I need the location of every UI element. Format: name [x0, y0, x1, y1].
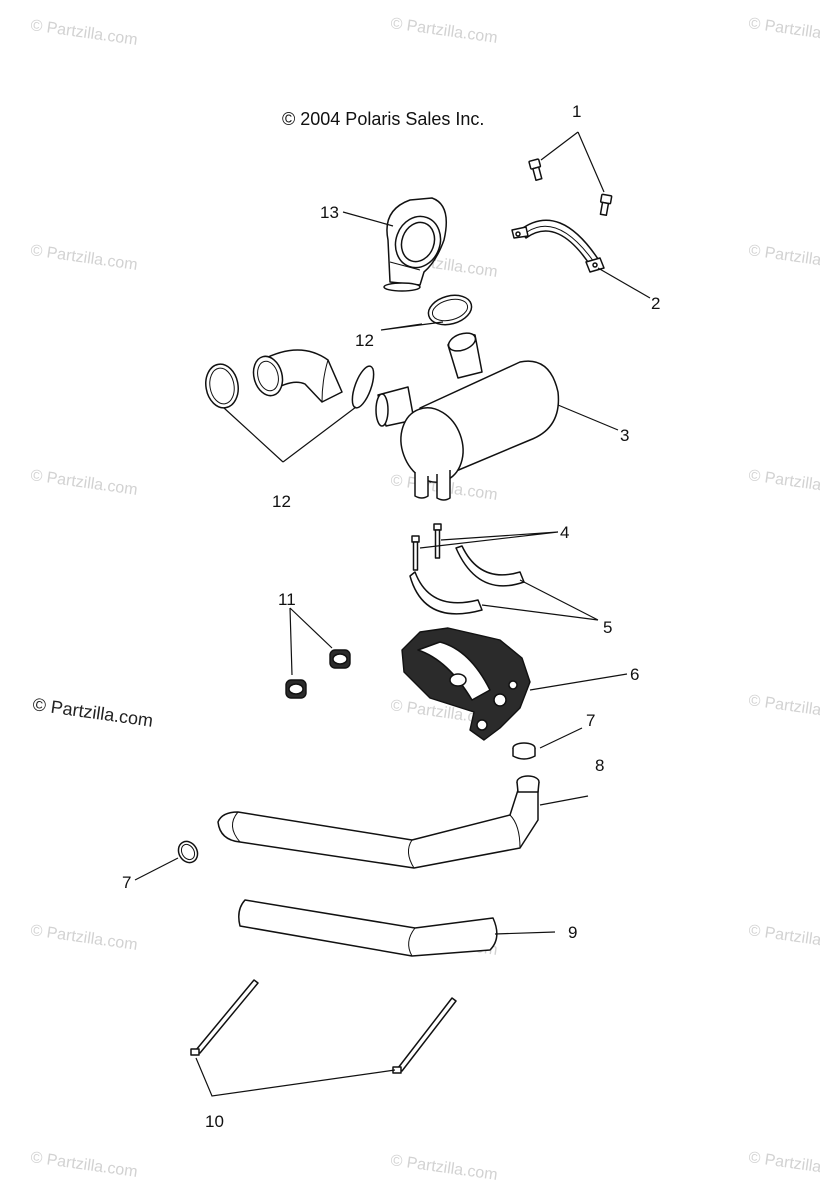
callout-7b: 7 — [122, 873, 131, 892]
callout-2: 2 — [651, 294, 660, 313]
callout-13: 13 — [320, 203, 339, 222]
callout-12a: 12 — [355, 331, 374, 350]
part-1-screws: 1 — [528, 102, 613, 217]
part-11-grommets: 11 — [278, 590, 351, 699]
part-3-muffler: 3 — [375, 332, 629, 501]
watermark: © Partzilla.com — [29, 1149, 138, 1181]
part-5-shells: 5 — [409, 545, 612, 637]
watermark: © Partzilla.com — [747, 15, 820, 47]
watermark: © Partzilla.com — [29, 467, 138, 499]
watermark-main: © Partzilla.com — [31, 694, 154, 731]
part-7-caps: 7 7 — [122, 711, 595, 892]
callout-1: 1 — [572, 102, 581, 121]
watermark: © Partzilla.com — [389, 15, 498, 47]
callout-9: 9 — [568, 923, 577, 942]
watermark: © Partzilla.com — [747, 692, 820, 724]
watermark: © Partzilla.com — [747, 922, 820, 954]
callout-6: 6 — [630, 665, 639, 684]
part-8-hose: 8 — [217, 756, 604, 869]
watermark: © Partzilla.com — [29, 242, 138, 274]
part-10-cable-ties: 10 — [190, 979, 457, 1131]
watermark: © Partzilla.com — [747, 1149, 820, 1181]
callout-3: 3 — [620, 426, 629, 445]
watermark: © Partzilla.com — [747, 242, 820, 274]
callout-12b: 12 — [272, 492, 291, 511]
watermark: © Partzilla.com — [29, 922, 138, 954]
callout-10: 10 — [205, 1112, 224, 1131]
watermark: © Partzilla.com — [29, 17, 138, 49]
callout-4: 4 — [560, 523, 569, 542]
callout-8: 8 — [595, 756, 604, 775]
part-12-rings: 12 12 — [205, 282, 473, 511]
part-2-strap-clamp: 2 — [511, 219, 660, 313]
watermark: © Partzilla.com — [389, 1152, 498, 1184]
watermark: © Partzilla.com — [747, 467, 820, 499]
elbow-hose — [252, 349, 343, 403]
callout-11: 11 — [278, 590, 296, 609]
part-13-elbow: 13 — [320, 197, 447, 286]
part-6-bracket: 6 — [401, 627, 639, 741]
callout-7a: 7 — [586, 711, 595, 730]
part-4-bolts: 4 — [411, 523, 569, 571]
part-9-hose: 9 — [238, 899, 577, 957]
callout-5: 5 — [603, 618, 612, 637]
copyright-text: © 2004 Polaris Sales Inc. — [282, 109, 484, 129]
